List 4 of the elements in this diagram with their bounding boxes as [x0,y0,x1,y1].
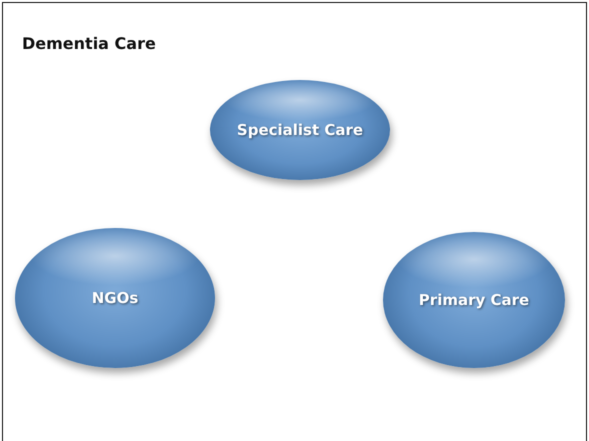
node-label: Primary Care [418,291,530,309]
diagram-title: Dementia Care [22,34,156,53]
node-label: NGOs [90,289,140,307]
node-label: Specialist Care [236,121,364,139]
